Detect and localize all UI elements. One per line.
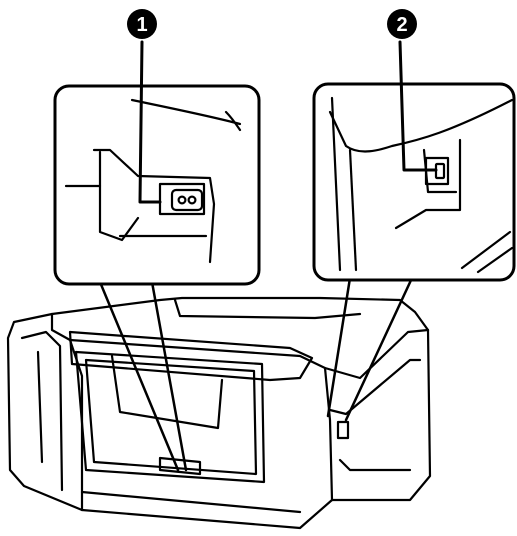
printer-right-side-foot <box>338 458 412 472</box>
printer-lid-edge <box>173 298 362 320</box>
inset-usb-port <box>312 40 516 282</box>
callout-badge-2: 2 <box>387 9 417 39</box>
inset-1-case-side <box>98 150 140 242</box>
rear-cover-window <box>110 354 224 430</box>
power-inlet-socket <box>170 188 204 212</box>
zoom-line-right-1 <box>326 276 352 418</box>
inset-2-case-side-2 <box>348 148 358 272</box>
inset-2-case-top <box>328 98 514 153</box>
zoom-line-left-1 <box>98 280 180 472</box>
printer-rear-face <box>68 338 334 530</box>
printer-left-cap <box>6 312 84 512</box>
power-inlet-pin-1 <box>177 195 187 205</box>
printer-left-cap-inner <box>20 330 64 492</box>
zoom-line-left-2 <box>150 280 188 472</box>
printer-bottom-strip <box>80 490 302 514</box>
inset-1-case-top <box>92 148 216 264</box>
inset-2-case-right <box>394 138 462 230</box>
printer-right-side-inner <box>328 358 422 416</box>
callout-number-2: 2 <box>396 14 407 36</box>
inset-power-inlet <box>53 40 261 286</box>
callout-badge-1: 1 <box>127 9 157 39</box>
rear-cable-notch <box>158 456 202 476</box>
printer-body <box>6 296 432 530</box>
power-inlet-housing <box>158 182 206 216</box>
callout-badge-2-circle <box>387 9 417 39</box>
usb-port-body <box>336 420 350 440</box>
callout-badge-1-circle <box>127 9 157 39</box>
zoom-line-right-2 <box>344 276 414 422</box>
power-inlet-pin-2 <box>187 195 197 205</box>
callout-2-leader <box>398 40 438 172</box>
printer-left-cap-slot <box>36 350 44 464</box>
zoom-leader-lines <box>98 276 414 472</box>
printer-rear-ledge <box>68 330 314 382</box>
inset-1-top-curve <box>130 98 242 126</box>
inset-1-top-curve-2 <box>224 110 242 132</box>
rear-cover-panel-inner <box>84 358 258 476</box>
inset-2-frame <box>312 82 516 282</box>
inset-2-diagonal-2 <box>476 246 514 274</box>
printer-right-side <box>323 328 432 502</box>
inset-2-case-side <box>330 96 342 272</box>
printer-top-lid <box>50 296 430 332</box>
callout-number-1: 1 <box>136 14 147 36</box>
callout-1-leader <box>138 40 162 204</box>
rear-cover-panel <box>74 350 266 484</box>
inset-2-diagonal-1 <box>460 230 512 270</box>
